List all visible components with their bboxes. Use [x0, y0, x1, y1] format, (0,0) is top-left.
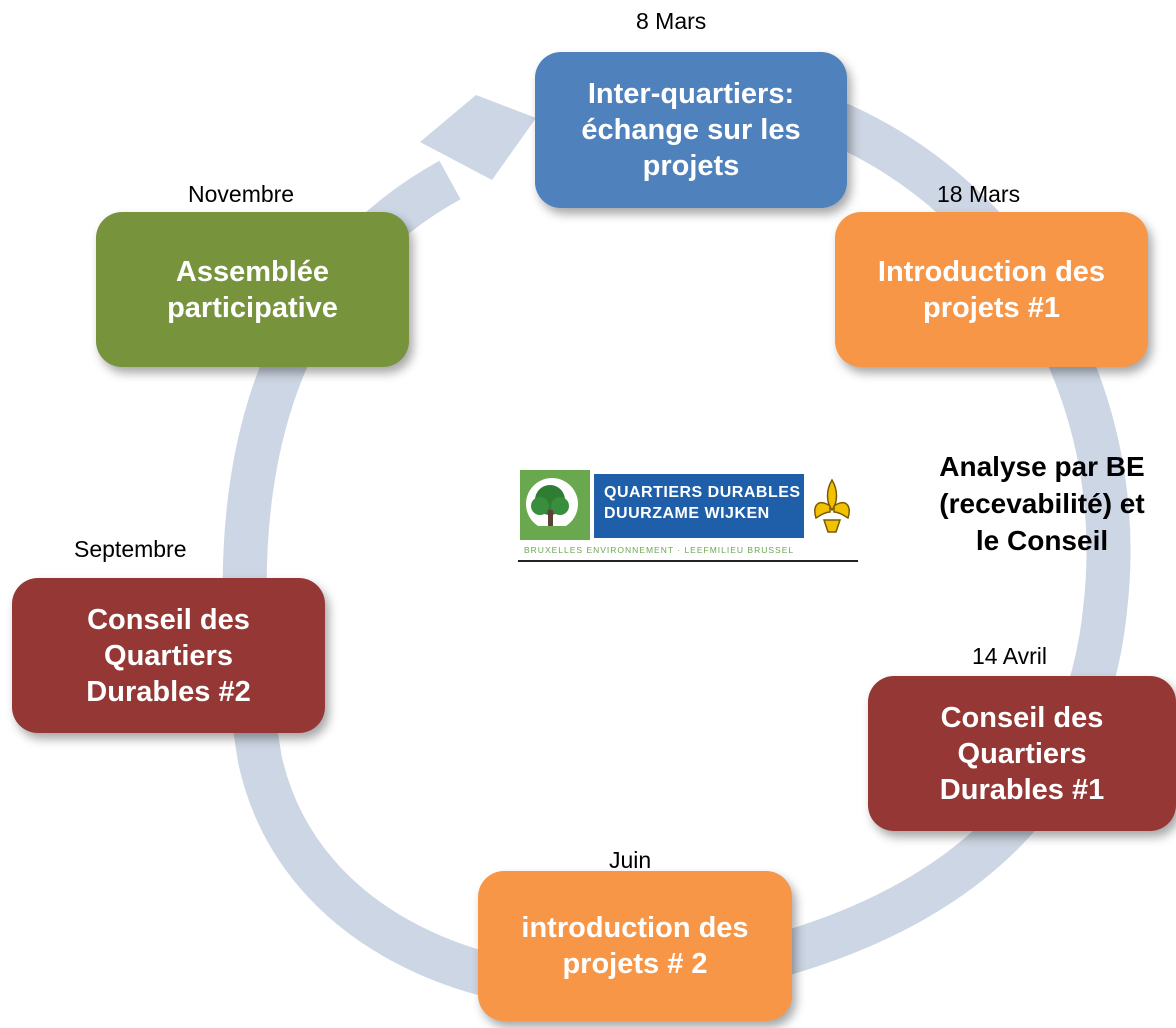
date-label-assemblee: Novembre — [188, 181, 295, 207]
step-text-line: Introduction des — [877, 255, 1106, 288]
date-label-conseil1: 14 Avril — [972, 643, 1048, 669]
step-text-line: Inter-quartiers: — [587, 78, 795, 110]
step-box-introduction-1: Introduction des projets #1 — [835, 212, 1148, 367]
analyse-line: Analyse par BE — [939, 451, 1145, 482]
step-text-line: projets — [642, 150, 740, 182]
date-label-conseil2: Septembre — [74, 536, 187, 562]
step-text-line: Conseil des — [87, 603, 250, 636]
step-text-line: Durables #1 — [939, 773, 1105, 806]
step-text-line: introduction des — [521, 912, 749, 944]
step-text-line: Conseil des — [940, 701, 1104, 734]
step-text-line: Quartiers — [957, 737, 1087, 770]
step-box-inter-quartiers: Inter-quartiers: échange sur les projets — [535, 52, 847, 208]
tree-emblem-icon — [520, 470, 590, 540]
logo-title: QUARTIERS DURABLES DUURZAME WIJKEN — [594, 474, 804, 538]
step-text-line: Durables #2 — [86, 675, 251, 708]
logo-title-line: QUARTIERS DURABLES — [604, 484, 801, 501]
step-text-line: participative — [167, 291, 338, 324]
step-box-introduction-2: introduction des projets # 2 — [478, 871, 792, 1021]
ring-arrowhead — [420, 95, 536, 180]
step-text-line: échange sur les — [581, 114, 801, 146]
logo-subtitle: BRUXELLES ENVIRONNEMENT · LEEFMILIEU BRU… — [524, 545, 795, 555]
analyse-line: (recevabilité) et — [939, 488, 1145, 519]
analyse-line: le Conseil — [975, 525, 1109, 556]
step-text-line: projets #1 — [922, 291, 1060, 324]
iris-emblem-icon — [814, 478, 850, 533]
step-text-line: Assemblée — [175, 255, 330, 288]
step-text-line: projets # 2 — [562, 948, 708, 980]
logo-underline — [518, 560, 858, 562]
analyse-note: Analyse par BE (recevabilité) et le Cons… — [908, 448, 1176, 559]
step-box-assemblee: Assemblée participative — [96, 212, 409, 367]
date-label-intro1: 18 Mars — [937, 181, 1021, 207]
quartiers-durables-logo: QUARTIERS DURABLES DUURZAME WIJKEN BRUXE… — [518, 466, 858, 562]
date-label-intro2: Juin — [609, 847, 652, 873]
step-text-line: Quartiers — [104, 639, 233, 672]
step-box-conseil-2: Conseil des Quartiers Durables #2 — [12, 578, 325, 733]
date-label-inter: 8 Mars — [636, 8, 707, 34]
step-box-conseil-1: Conseil des Quartiers Durables #1 — [868, 676, 1176, 831]
logo-title-line: DUURZAME WIJKEN — [604, 505, 770, 522]
